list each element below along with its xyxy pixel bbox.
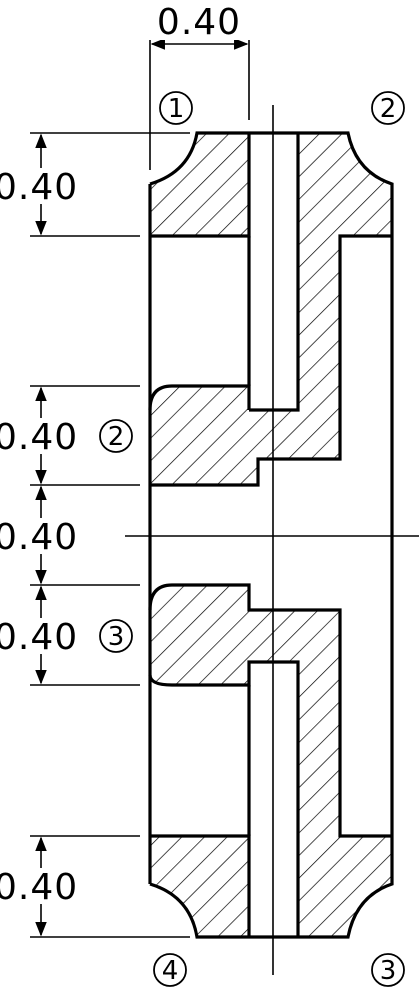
hatch-bottom-left [150, 836, 249, 937]
dim-band-1: 0.40 [0, 167, 78, 208]
center-lines [125, 105, 419, 975]
svg-text:3: 3 [108, 622, 125, 652]
dim-band-3: 0.40 [0, 617, 78, 658]
callouts: 1 2 2 3 4 3 [99, 91, 405, 987]
hatch-top-left [150, 133, 249, 236]
part-outline [148, 131, 394, 939]
svg-text:4: 4 [162, 956, 179, 986]
svg-text:3: 3 [380, 956, 397, 986]
dim-top-width: 0.40 [157, 2, 241, 43]
dim-band-2: 0.40 [0, 417, 78, 458]
callout-bottom-left: 4 [153, 953, 187, 987]
callout-top-right: 2 [371, 91, 405, 125]
extension-lines [30, 40, 250, 938]
callout-bottom-right: 3 [371, 953, 405, 987]
hatched-sections [150, 133, 392, 937]
svg-text:2: 2 [108, 422, 125, 452]
svg-text:2: 2 [380, 94, 397, 124]
hatch-middle-lower [150, 585, 392, 937]
dim-band-gap: 0.40 [0, 517, 78, 558]
hatch-middle-upper [150, 386, 249, 485]
callout-top-left: 1 [159, 91, 193, 125]
svg-text:1: 1 [168, 94, 185, 124]
dim-band-4: 0.40 [0, 867, 78, 908]
callout-middle-lower: 3 [99, 619, 133, 653]
dimension-labels: 0.40 0.40 0.40 0.40 0.40 0.40 [0, 2, 246, 908]
callout-middle-upper: 2 [99, 419, 133, 453]
hatch-right-wall [249, 133, 392, 485]
